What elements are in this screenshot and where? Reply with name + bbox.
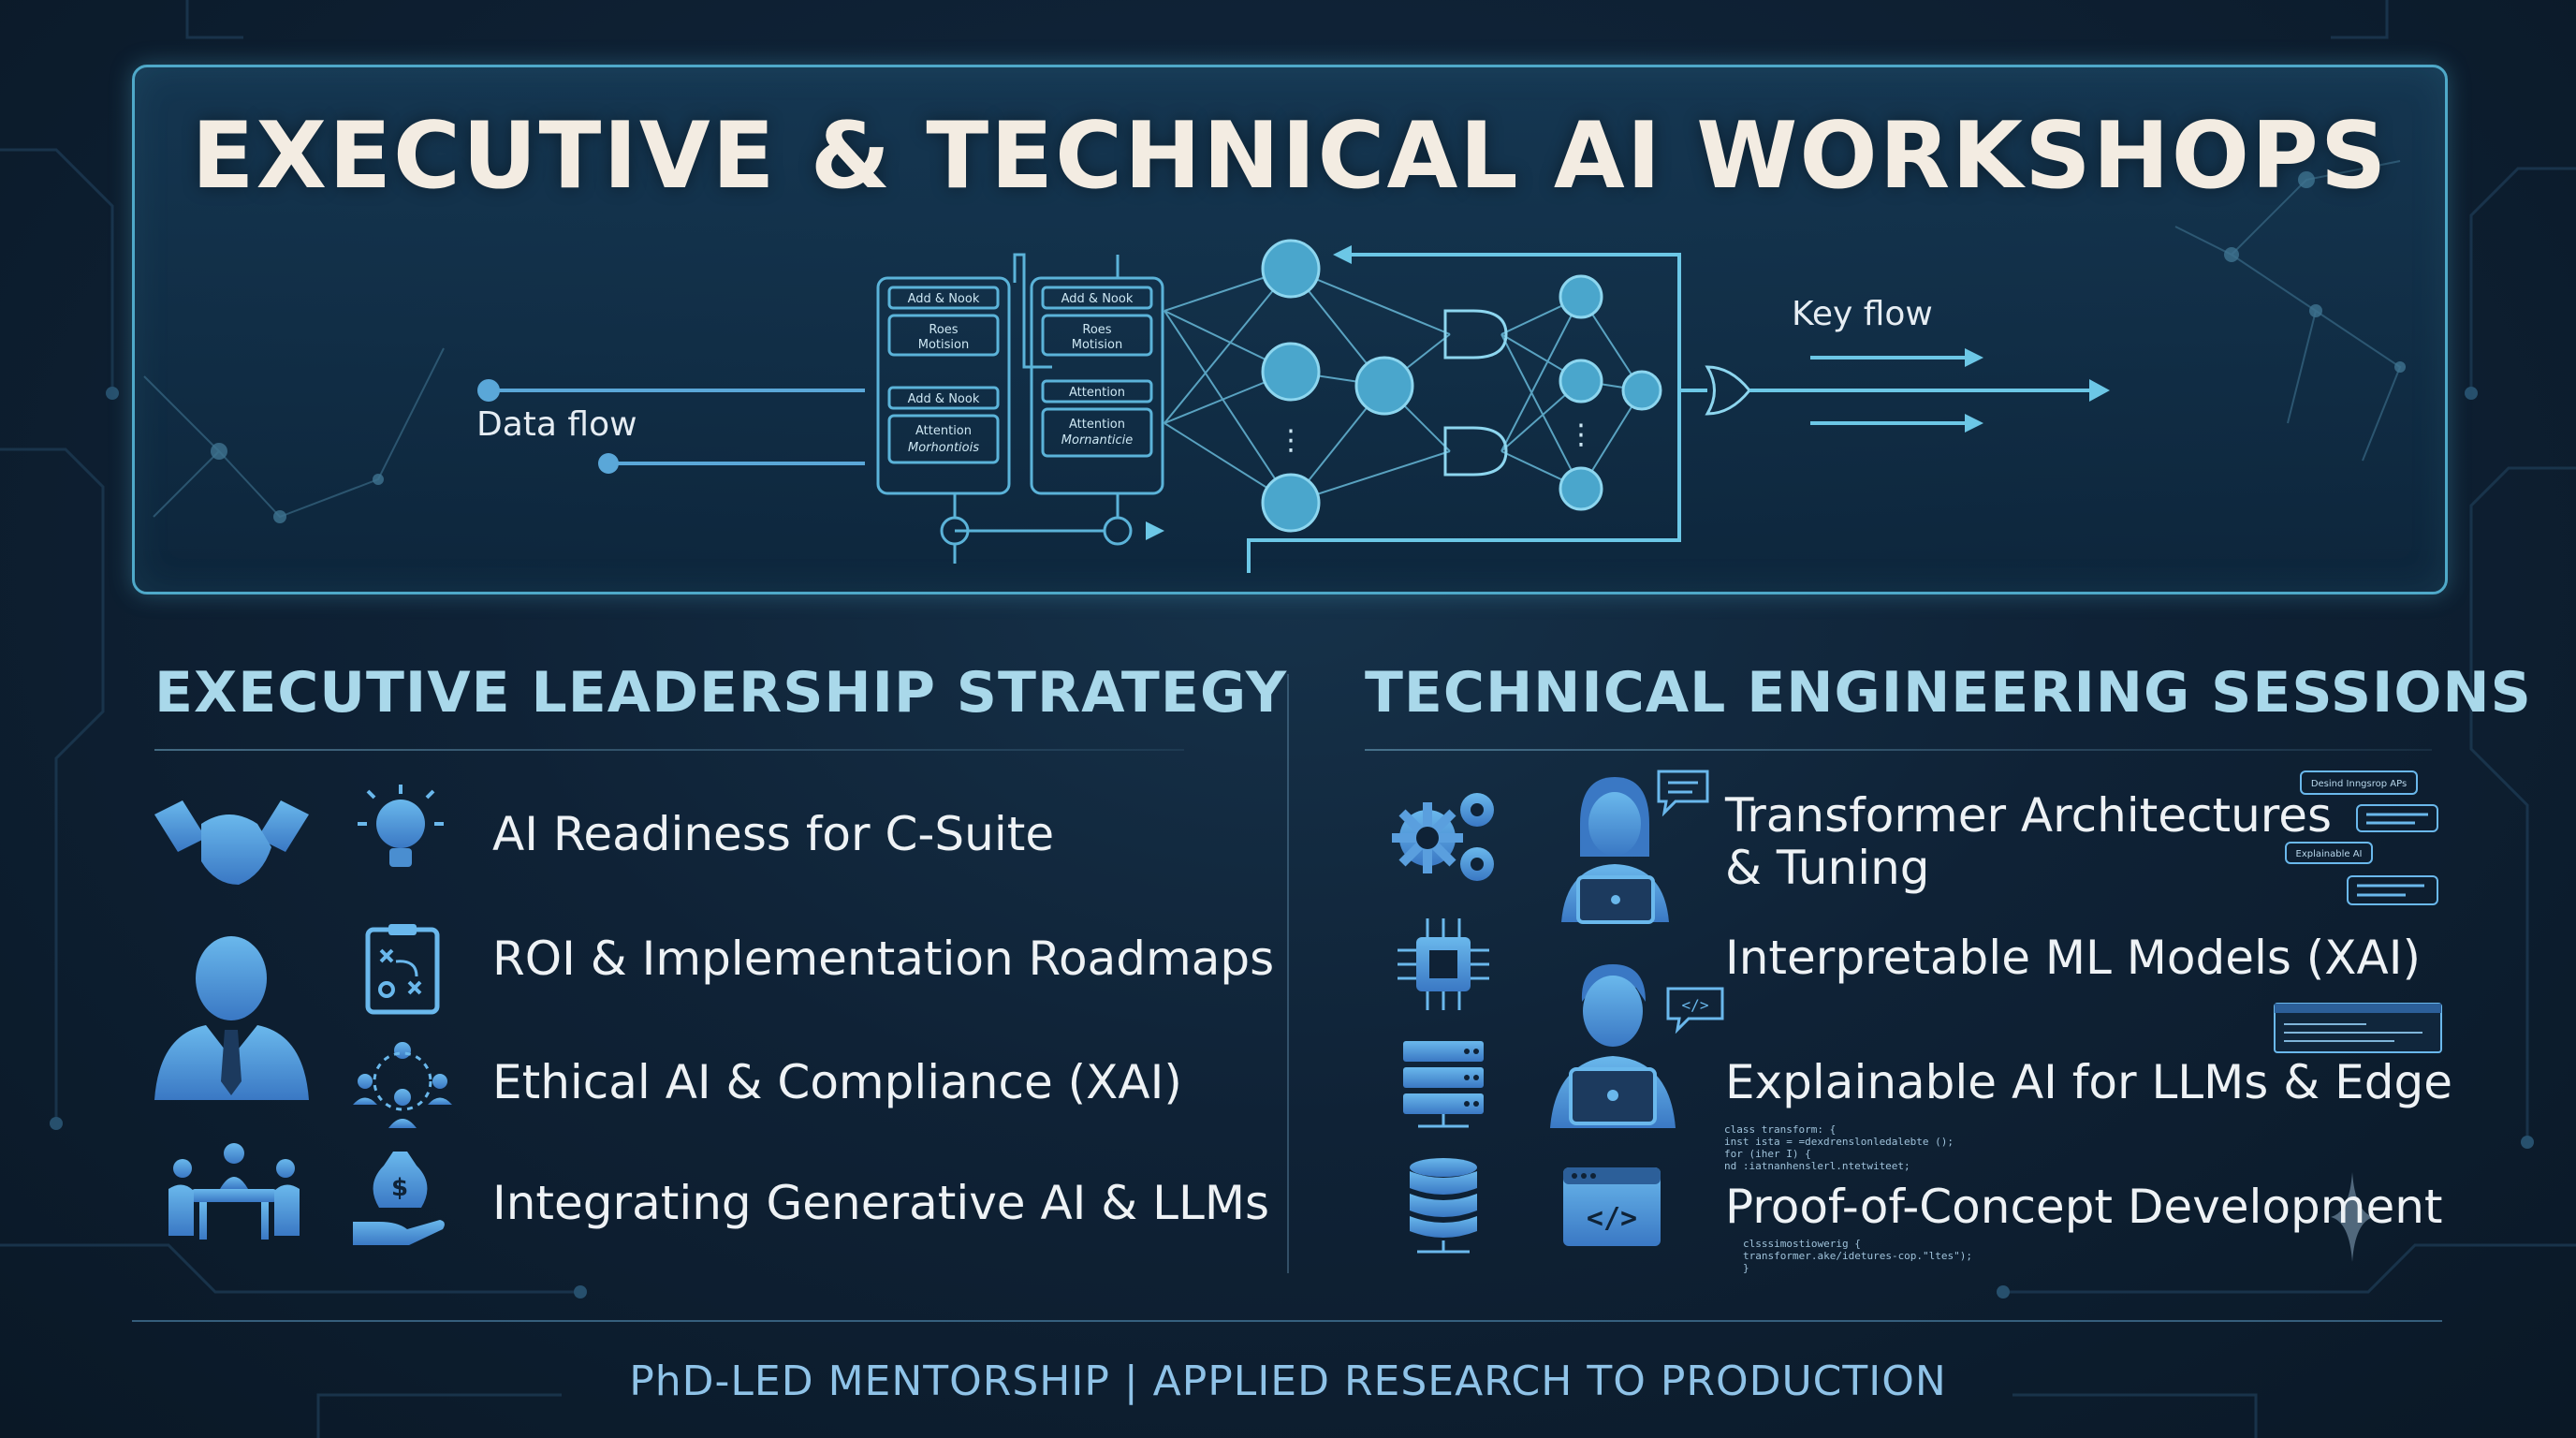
page-title: EXECUTIVE & TECHNICAL AI WORKSHOPS [191,103,2389,210]
ellipsis-2: ⋮ [1567,418,1595,451]
technical-heading: TECHNICAL ENGINEERING SESSIONS [1365,660,2532,726]
database-icon [1410,1158,1477,1254]
businessman-icon [154,936,309,1100]
svg-text:Attention: Attention [1069,386,1125,400]
tech-item-1: Transformer Architectures [1725,788,2333,843]
svg-text:Roes: Roes [929,323,958,337]
exec-item-3: Ethical AI & Compliance (XAI) [492,1055,1182,1109]
svg-text:Mornanticie: Mornanticie [1061,433,1133,448]
network-people-icon [353,1042,452,1128]
server-icon [1403,1041,1484,1128]
code-snippet-1: class transform: { inst ista = =dexdrens… [1724,1123,1954,1172]
footer-tagline: PhD-LED MENTORSHIP | APPLIED RESEARCH TO… [629,1357,1947,1405]
svg-text:Motision: Motision [918,338,969,352]
tech-item-3: Explainable AI for LLMs & Edge [1725,1055,2452,1109]
tech-item-1-line2: & Tuning [1725,841,1930,895]
exec-item-2: ROI & Implementation Roadmaps [492,932,1275,986]
block1-top-label: Add & Nook [908,292,980,306]
executive-heading: EXECUTIVE LEADERSHIP STRATEGY [154,660,1288,726]
svg-text:Roes: Roes [1082,323,1111,337]
ellipsis-1: ⋮ [1277,424,1305,457]
key-flow-label: Key flow [1792,295,1933,333]
exec-item-1: AI Readiness for C-Suite [492,807,1055,861]
meeting-table-icon [168,1143,300,1240]
gears-icon [1392,793,1494,881]
man-laptop-icon [1550,964,1676,1128]
strategy-board-icon [365,924,440,1015]
chip-icon [1398,918,1489,1010]
money-hand-icon: $ [353,1152,445,1245]
handshake-icon [154,800,309,885]
code-bubble-icon: </> [1666,987,1724,1034]
svg-text:$: $ [391,1174,408,1202]
svg-text:</>: </> [1682,996,1709,1014]
svg-text:</>: </> [1587,1202,1637,1235]
code-panel-decoration [2274,1003,2442,1053]
chat-snippets-decoration: Desind Inngsrop APs Explainable AI [2285,770,2438,905]
bubble-1: Desind Inngsrop APs [2311,779,2407,789]
data-flow-label: Data flow [476,405,637,444]
block2-top-label: Add & Nook [1061,292,1134,306]
block1-bottom-label: Add & Nook [908,392,980,406]
exec-item-4: Integrating Generative AI & LLMs [492,1176,1270,1230]
svg-text:Motision: Motision [1072,338,1122,352]
woman-laptop-icon [1561,777,1669,924]
footer-divider [132,1320,2442,1322]
code-snippet-2: clsssimostiowerig { transformer.ake/idet… [1743,1238,1973,1274]
technical-underline [1365,749,2432,751]
svg-text:Attention: Attention [1069,418,1125,432]
svg-text:Morhontiois: Morhontiois [908,441,979,455]
svg-text:Attention: Attention [915,424,972,438]
bubble-2: Explainable AI [2296,849,2363,859]
tech-item-2: Interpretable ML Models (XAI) [1725,931,2422,985]
lightbulb-icon [358,785,444,867]
chat-bubble-icon [1657,770,1709,816]
sparkle-icon [2331,1172,2374,1262]
section-divider [1287,674,1289,1273]
executive-underline [154,749,1184,751]
tech-item-4: Proof-of-Concept Development [1725,1180,2443,1234]
code-window-icon: </> [1563,1167,1661,1246]
